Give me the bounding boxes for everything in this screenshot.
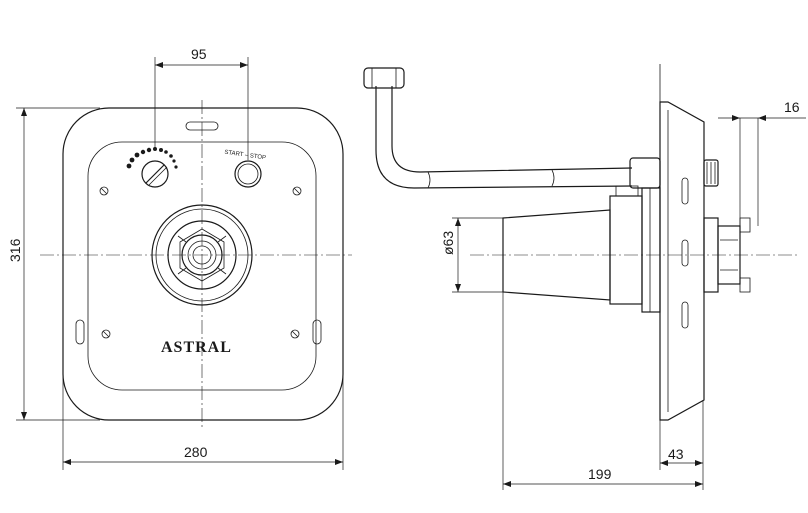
- dim-16: 16: [718, 99, 806, 226]
- dim-43-label: 43: [668, 446, 684, 462]
- screw-top-right: [292, 186, 302, 196]
- front-view: START – STOP ASTRAL 95: [7, 46, 352, 470]
- front-plate-outer: [62, 107, 344, 421]
- start-stop-label: START – STOP: [224, 150, 266, 162]
- side-view: ø63 199 43 16: [363, 64, 806, 490]
- dim-316-label: 316: [7, 238, 23, 262]
- dim-280: 280: [62, 340, 344, 470]
- screw-bottom-left: [101, 329, 111, 339]
- air-tube: [363, 67, 633, 189]
- dim-316: 316: [7, 107, 100, 421]
- dim-16-label: 16: [784, 99, 800, 115]
- dim-95: 95: [154, 46, 249, 160]
- dim-63: ø63: [440, 217, 503, 293]
- dim-63-label: ø63: [440, 231, 456, 255]
- left-slot: [75, 319, 85, 345]
- start-stop-button: [234, 160, 262, 188]
- top-slot: [185, 121, 219, 131]
- dim-199-label: 199: [588, 466, 612, 482]
- screw-bottom-right: [290, 329, 300, 339]
- dim-280-label: 280: [184, 444, 208, 460]
- dim-95-label: 95: [191, 46, 207, 62]
- right-slot: [312, 319, 322, 345]
- adjust-knob: [126, 147, 178, 188]
- dim-199: 199: [502, 292, 704, 490]
- brand-logo: ASTRAL: [161, 339, 232, 356]
- dim-43: 43: [659, 420, 703, 470]
- central-nozzle: [151, 204, 253, 306]
- knob-dot-scale: [126, 147, 178, 169]
- screw-top-left: [99, 186, 109, 196]
